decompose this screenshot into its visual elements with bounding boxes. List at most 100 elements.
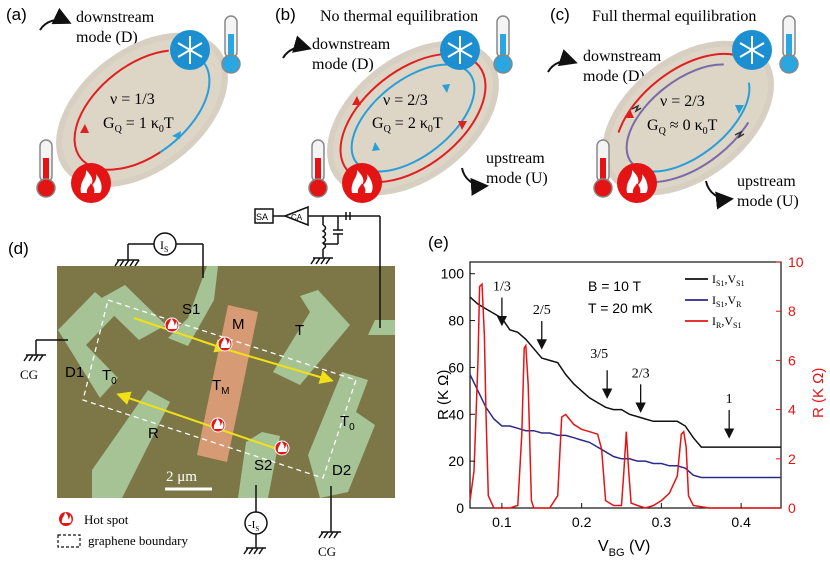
legend-label-1: IS1,VR [712, 293, 742, 309]
current-source-bottom-label: -IS [248, 519, 259, 533]
edge-arrow-blue [172, 131, 181, 139]
hotspot-icon [210, 417, 226, 433]
edge-path [133, 317, 229, 353]
x-tick-label: 0.1 [492, 514, 512, 530]
series-line-2 [469, 282, 781, 509]
thermometer-hot-icon [308, 139, 328, 198]
y2-tick-label: 8 [788, 303, 796, 319]
panel-d-label: (d) [8, 239, 29, 258]
edge-arrow-red [352, 96, 361, 105]
panel-b: (b) No thermal equilibration downstream … [275, 5, 548, 203]
x-tick-label: 0.4 [731, 514, 751, 530]
graphene-boundary [82, 299, 357, 479]
plateau-label: 2/5 [533, 303, 551, 318]
label-T0-right: T0 [340, 413, 355, 433]
scale-bar-label: 2 μm [166, 469, 197, 485]
y-tick-label: 40 [448, 406, 464, 422]
rotation-arrow-icon [282, 35, 312, 59]
bottom-current-source [243, 485, 268, 555]
series-line-0 [469, 296, 781, 448]
y-tick-label: 20 [448, 453, 464, 469]
plateau-label: 1 [726, 392, 733, 407]
panel-c: (c) Full thermal equilibration downstrea… [547, 5, 799, 210]
sa-label: SA [256, 212, 268, 222]
mode-label-2: mode (D) [76, 29, 138, 46]
hot-reservoir-icon [617, 163, 657, 203]
hot-reservoir-icon [342, 163, 382, 203]
rotation-arrow-icon [39, 7, 72, 31]
y-axis-label-right: R (K Ω) [810, 368, 827, 418]
contact-S2 [238, 432, 280, 498]
series-group [469, 282, 781, 509]
x-tick-label: 0.3 [652, 514, 672, 530]
contact-T [273, 290, 350, 385]
y2-tick-label: 6 [788, 352, 796, 368]
hot-reservoir-icon [71, 163, 111, 203]
coupling-zigzag-icon [631, 104, 642, 113]
y-tick-label: 0 [456, 500, 464, 516]
series-line-1 [469, 374, 781, 479]
x-axis-label: VBG (V) [598, 538, 650, 559]
legend-label-2: IR,VS1 [712, 314, 741, 330]
y-tick-label: 100 [441, 266, 465, 282]
qh-ellipse [56, 32, 228, 188]
plateau-label: 1/3 [493, 280, 511, 295]
qh-ellipse [327, 40, 499, 196]
legend-boundary-icon [57, 534, 81, 548]
gq-value: GQ = 2 κ0T [372, 115, 443, 135]
coupling-zigzag-icon [734, 130, 745, 139]
mode-label-1: downstream [76, 9, 155, 26]
edge-arrow-red [625, 109, 634, 118]
hotspot-icon [164, 317, 180, 333]
legend-boundary-label: graphene boundary [88, 533, 188, 548]
legend-label-0: IS1,VS1 [712, 272, 745, 288]
edge-arrow-blue [442, 84, 450, 93]
label-S2: S2 [254, 457, 272, 474]
cg-left-label: CG [20, 367, 38, 382]
upstream-label-2: mode (U) [486, 170, 548, 187]
panel-e-label: (e) [428, 233, 449, 252]
nu-value: ν = 2/3 [383, 92, 428, 109]
upstream-label-2: mode (U) [737, 193, 799, 210]
panel-a-label: (a) [6, 5, 27, 24]
contact-T0-left [98, 285, 166, 340]
panel-c-title: Full thermal equilibration [592, 8, 756, 25]
y2-tick-label: 10 [788, 254, 804, 270]
amplifier-chain [254, 205, 381, 328]
y-tick-label: 60 [448, 359, 464, 375]
ground-D2 [318, 486, 341, 539]
upstream-label-1: upstream [737, 173, 796, 190]
upstream-label-1: upstream [486, 150, 545, 167]
gq-value: GQ = 1 κ0T [103, 115, 174, 135]
cold-reservoir-icon [440, 30, 480, 70]
cold-reservoir-icon [732, 30, 772, 70]
panel-b-label: (b) [275, 5, 296, 24]
label-D2: D2 [332, 462, 351, 479]
label-S1: S1 [182, 301, 200, 318]
y2-tick-label: 4 [788, 402, 796, 418]
label-TM: TM [212, 377, 230, 397]
y2-tick-label: 2 [788, 451, 796, 467]
panel-d: (d) S1 M T D1 T0 TM T0 R S2 [8, 205, 395, 559]
hotspot-icon [274, 440, 290, 456]
panel-b-title: No thermal equilibration [320, 8, 478, 25]
mode-label-2: mode (D) [583, 68, 645, 85]
panel-a: (a) downstream mode (D) ν = 1/3 GQ = 1 κ… [6, 5, 241, 203]
edge-arrow-red [458, 121, 467, 130]
gq-value: GQ ≈ 0 κ0T [647, 117, 718, 137]
plateau-annotations: 1/32/53/52/31 [493, 280, 735, 439]
top-current-source [114, 232, 204, 278]
mode-label-1: downstream [583, 48, 662, 65]
annot-temp: T = 20 mK [588, 300, 653, 316]
ca-label: CA [291, 213, 303, 222]
thermometer-cold-icon [779, 15, 799, 74]
current-source-top-label: IS [160, 238, 168, 254]
label-M: M [232, 316, 245, 333]
plateau-label: 2/3 [632, 366, 650, 381]
thermometer-hot-icon [36, 139, 56, 198]
rotation-arrow-icon [461, 167, 489, 196]
cold-reservoir-icon [170, 30, 210, 70]
y-tick-label: 80 [448, 313, 464, 329]
